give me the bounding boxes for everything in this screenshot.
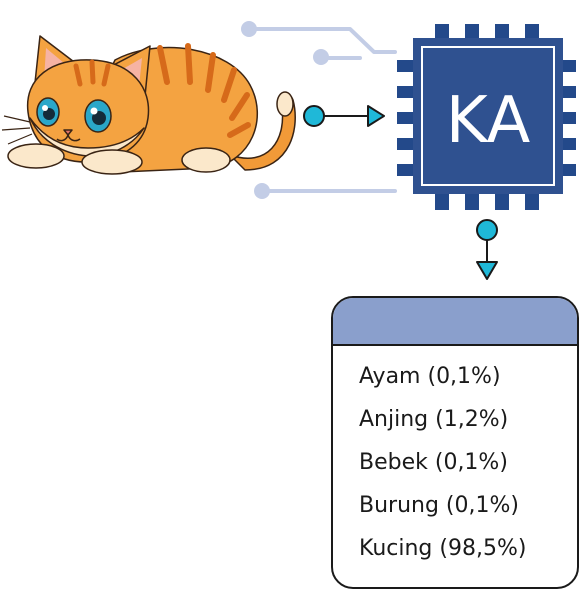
result-card-header (333, 298, 577, 346)
prediction-item: Bebek (0,1%) (359, 450, 508, 475)
connector-node (476, 219, 498, 241)
prediction-item: Ayam (0,1%) (359, 364, 501, 389)
kitten-mouth (56, 134, 81, 142)
kitten-eye-shine (90, 107, 98, 115)
connector-node (303, 105, 325, 127)
arrowhead (367, 105, 385, 127)
kitten-head-stripes (73, 59, 111, 87)
kitten-nose (63, 129, 73, 136)
input-arrow (303, 105, 385, 127)
arrowhead (476, 261, 498, 280)
circuit-trace-top (247, 27, 397, 54)
kitten-tail-tip (276, 91, 294, 117)
kitten-eye-shine (42, 105, 48, 111)
kitten-right-pupil (92, 111, 106, 125)
trace-node (254, 183, 270, 199)
chip-body (413, 38, 563, 194)
kitten-back-paw (181, 147, 231, 173)
kitten-front-paw-right (81, 149, 143, 175)
chip-label: KA (446, 84, 531, 158)
prediction-item: Kucing (98,5%) (359, 536, 527, 561)
kitten-cheeks (29, 117, 145, 157)
kitten-stripes (157, 43, 251, 138)
prediction-list: Ayam (0,1%) Anjing (1,2%) Bebek (0,1%) B… (333, 346, 577, 577)
prediction-item: Burung (0,1%) (359, 493, 519, 518)
kitten-left-pupil (43, 108, 55, 120)
kitten-whiskers (1, 115, 33, 145)
classification-result-card: Ayam (0,1%) Anjing (1,2%) Bebek (0,1%) B… (331, 296, 579, 589)
kitten-illustration (1, 35, 296, 175)
kitten-front-paw-left (7, 143, 65, 169)
trace-node (313, 49, 329, 65)
trace-node (241, 21, 257, 37)
ai-chip (397, 24, 576, 210)
chip-inner-border (421, 46, 555, 186)
output-arrow (476, 219, 498, 280)
prediction-item: Anjing (1,2%) (359, 407, 509, 432)
